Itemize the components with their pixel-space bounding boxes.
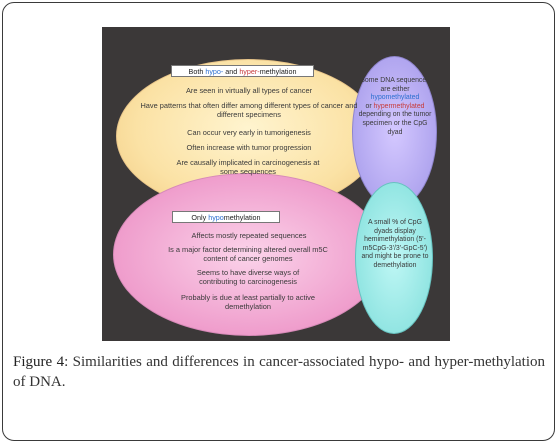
caption-label: Figure 4 bbox=[13, 354, 65, 370]
hypo-header: Only hypomethylation bbox=[172, 211, 280, 223]
both-header-hypo: hypo- bbox=[205, 67, 224, 76]
either-line3: depending on the tumor specimen or the C… bbox=[358, 111, 432, 136]
both-header-suffix: methylation bbox=[259, 67, 297, 76]
both-item: Are causally implicated in carcinogenesi… bbox=[176, 158, 320, 177]
figure-caption: Figure 4: Similarities and differences i… bbox=[13, 352, 545, 392]
either-line2: or bbox=[365, 102, 374, 110]
hypo-header-hypo: hypo bbox=[208, 213, 224, 222]
hypo-item: Is a major factor determining altered ov… bbox=[168, 245, 328, 264]
both-item: Often increase with tumor progression bbox=[186, 143, 312, 152]
hemimethylation-ellipse bbox=[355, 182, 433, 334]
both-item: Are seen in virtually all types of cance… bbox=[185, 86, 313, 95]
hypo-item: Seems to have diverse ways of contributi… bbox=[196, 268, 300, 287]
hypo-item: Probably is due at least partially to ac… bbox=[181, 293, 315, 312]
both-header-mid: and bbox=[223, 67, 240, 76]
both-header-hyper: hyper- bbox=[239, 67, 260, 76]
both-item: Can occur very early in tumorigenesis bbox=[187, 128, 311, 137]
hypo-item: Affects mostly repeated sequences bbox=[191, 231, 307, 240]
either-hypo: hypomethylated bbox=[370, 94, 420, 102]
both-item: Have patterns that often differ among di… bbox=[140, 101, 358, 120]
caption-text: : Similarities and differences in cancer… bbox=[13, 354, 545, 390]
either-hyper: hypermethylated bbox=[373, 102, 425, 110]
hypomethylation-ellipse bbox=[113, 173, 385, 336]
hypo-header-suffix: methylation bbox=[223, 213, 261, 222]
either-methylation-text: Some DNA sequences are either hypomethyl… bbox=[356, 77, 434, 137]
hypo-header-prefix: Only bbox=[191, 213, 209, 222]
both-header: Both hypo- and hyper-methylation bbox=[171, 65, 314, 77]
both-header-prefix: Both bbox=[188, 67, 206, 76]
either-line1: Some DNA sequences are either bbox=[360, 77, 430, 93]
hemimethylation-text: A small % of CpG dyads display hemimethy… bbox=[361, 219, 429, 269]
